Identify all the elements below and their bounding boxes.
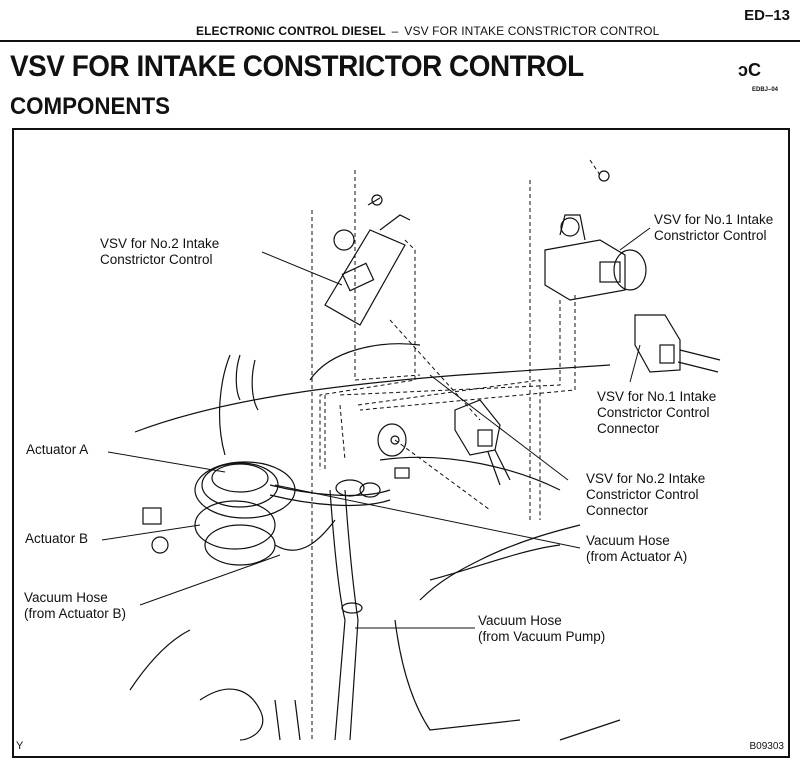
- label-line: Constrictor Control: [100, 252, 213, 267]
- vsv-no2-connector-drawing: [454, 399, 511, 486]
- label-line: VSV for No.1 Intake: [597, 389, 717, 404]
- margin-code: EDBJ–04: [752, 87, 779, 93]
- label-line: Vacuum Hose: [478, 613, 562, 628]
- vsv-no1-drawing: [544, 170, 647, 301]
- actuator-a-drawing: [194, 461, 296, 519]
- label-vsv-no1: VSV for No.1 Intake Constrictor Control: [654, 212, 773, 244]
- label-vsv-no2-connector: VSV for No.2 Intake Constrictor Control …: [586, 471, 705, 519]
- vacuum-hoses: [269, 479, 391, 741]
- label-line: (from Actuator A): [586, 549, 688, 564]
- margin-mark: ɔC: [738, 60, 762, 80]
- label-line: VSV for No.2 Intake: [586, 471, 706, 486]
- running-header: ELECTRONIC CONTROL DIESEL–VSV FOR INTAKE…: [196, 24, 659, 38]
- label-line: Connector: [597, 421, 660, 436]
- label-line: (from Actuator B): [24, 606, 127, 621]
- label-actuator-b: Actuator B: [25, 531, 88, 547]
- figure-corner-mark: Y: [16, 740, 24, 752]
- leader-lines: [101, 227, 651, 629]
- label-hose-vacuum-pump: Vacuum Hose (from Vacuum Pump): [478, 613, 605, 645]
- label-line: Actuator B: [25, 531, 89, 546]
- label-line: Constrictor Control: [586, 487, 699, 502]
- label-actuator-a: Actuator A: [26, 442, 88, 458]
- header-separator: –: [391, 24, 399, 38]
- page-title: VSV FOR INTAKE CONSTRICTOR CONTROL: [10, 50, 584, 83]
- subsection-name: VSV FOR INTAKE CONSTRICTOR CONTROL: [404, 24, 660, 38]
- section-subtitle: COMPONENTS: [10, 93, 170, 120]
- label-line: Constrictor Control: [654, 228, 767, 243]
- label-vsv-no1-connector: VSV for No.1 Intake Constrictor Control …: [597, 389, 716, 437]
- label-line: Vacuum Hose: [586, 533, 670, 548]
- vsv-no2-drawing: [324, 194, 411, 326]
- label-line: Connector: [586, 503, 649, 518]
- label-line: Actuator A: [26, 442, 89, 457]
- figure-frame: [12, 128, 790, 758]
- label-line: VSV for No.1 Intake: [654, 212, 774, 227]
- label-line: (from Vacuum Pump): [478, 629, 606, 644]
- vsv-no1-connector-drawing: [634, 314, 721, 373]
- label-hose-actuator-a: Vacuum Hose (from Actuator A): [586, 533, 687, 565]
- label-line: Constrictor Control: [597, 405, 710, 420]
- figure-id: B09303: [749, 741, 784, 752]
- actuator-b-drawing: [142, 500, 276, 566]
- label-line: Vacuum Hose: [24, 590, 108, 605]
- engine-outline: [129, 343, 621, 741]
- header-rule: [0, 40, 800, 42]
- label-vsv-no2: VSV for No.2 Intake Constrictor Control: [100, 236, 219, 268]
- section-name: ELECTRONIC CONTROL DIESEL: [196, 24, 386, 38]
- label-line: VSV for No.2 Intake: [100, 236, 220, 251]
- label-hose-actuator-b: Vacuum Hose (from Actuator B): [24, 590, 126, 622]
- page-number: ED–13: [744, 7, 790, 24]
- connector-socket-drawing: [377, 423, 410, 479]
- assembly-dashed-lines: [311, 159, 601, 740]
